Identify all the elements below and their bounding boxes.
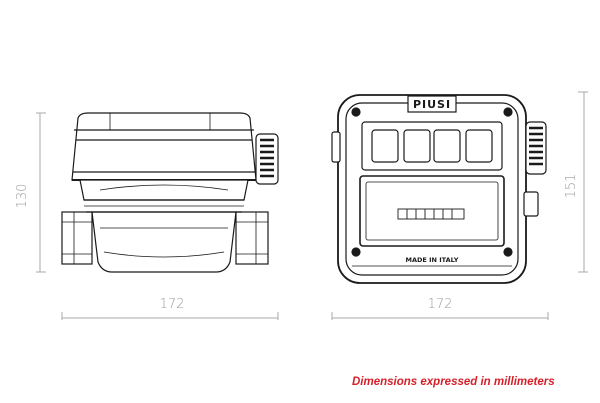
- front-height-label: 151: [564, 174, 579, 199]
- made-in-label: MADE IN ITALY: [406, 256, 459, 264]
- front-width-dimension: [331, 312, 549, 320]
- front-view: [331, 94, 547, 284]
- side-width-dimension: [61, 312, 279, 320]
- units-caption: Dimensions expressed in millimeters: [352, 376, 555, 388]
- side-view: [61, 112, 279, 273]
- side-height-dimension: [36, 112, 46, 273]
- side-height-label: 130: [15, 184, 30, 209]
- counter-display: [397, 208, 465, 220]
- brand-logo-text: PIUSI: [413, 98, 451, 111]
- side-width-label: 172: [160, 297, 185, 312]
- front-width-label: 172: [428, 297, 453, 312]
- front-height-dimension: [578, 91, 588, 273]
